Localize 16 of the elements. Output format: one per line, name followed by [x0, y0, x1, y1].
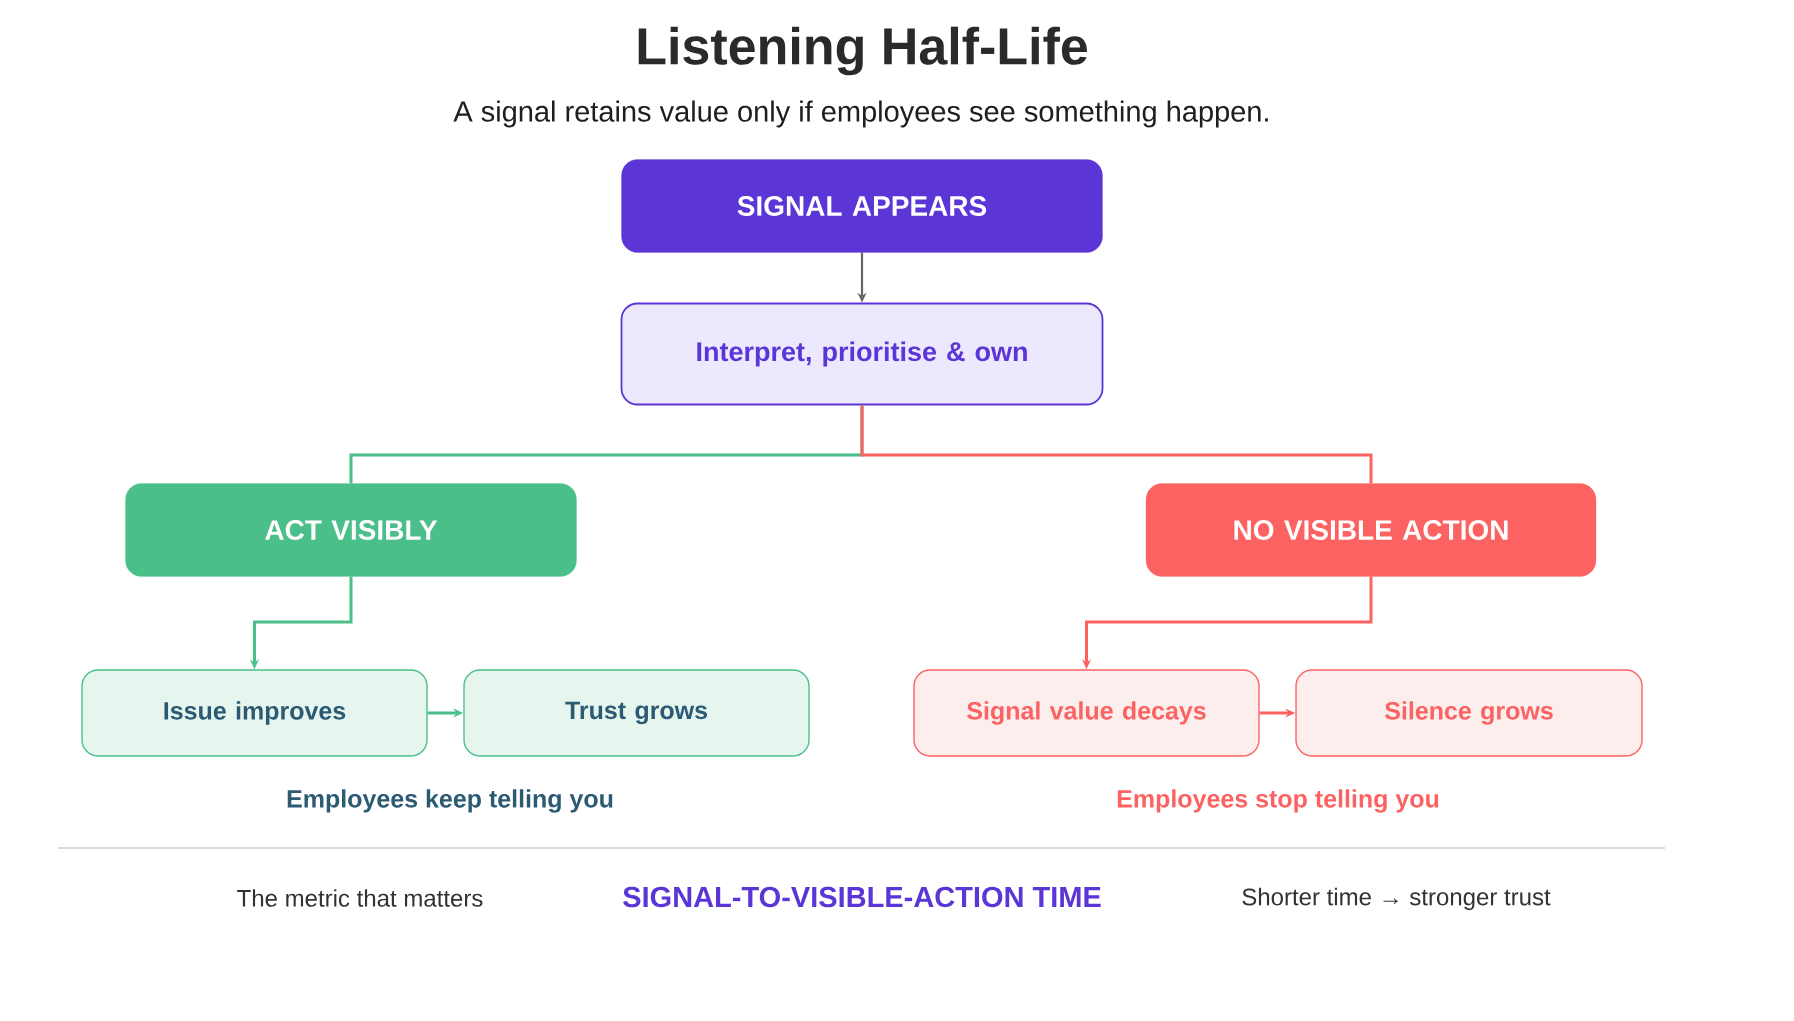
outcome-caption: Employees stop telling you — [1117, 789, 1439, 813]
outcome-box: Silence grows — [1295, 669, 1643, 757]
step-box: SIGNAL APPEARS — [621, 159, 1103, 253]
branch-box: ACT VISIBLY — [125, 483, 577, 577]
outcome-box: Trust grows — [463, 669, 810, 757]
footer-text: Shorter time → stronger trust — [1242, 887, 1551, 911]
subtitle: A signal retains value only if employees see something happen. — [453, 100, 1268, 128]
outcome-box: Issue improves — [81, 669, 428, 757]
outcome-box: Signal value decays — [913, 669, 1260, 757]
connector — [860, 405, 1373, 484]
footer-text: The metric that matters — [237, 889, 483, 907]
title: Listening Half-Life — [638, 26, 1087, 76]
process-box: Interpret, prioritise & own — [620, 302, 1104, 406]
branch-box: NO VISIBLE ACTION — [1145, 483, 1597, 577]
metric-name: SIGNAL-TO-VISIBLE-ACTION TIME — [623, 886, 1101, 908]
outcome-caption: Employees keep telling you — [287, 789, 613, 813]
